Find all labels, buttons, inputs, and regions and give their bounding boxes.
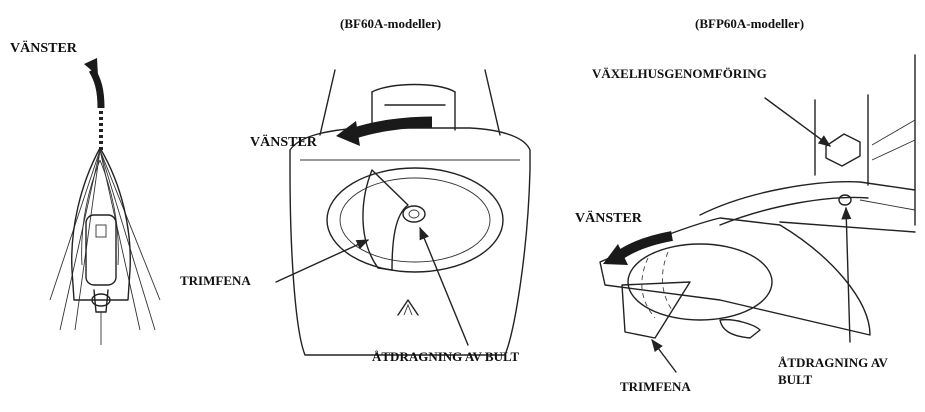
label-left-bfp60a: VÄNSTER bbox=[575, 210, 643, 226]
caption-bfp60a: (BFP60A-modeller) bbox=[695, 16, 804, 31]
wake-lines bbox=[49, 149, 161, 331]
bfp60a-diagram: (BFP60A-modeller) VÄNSTER VÄXELHUSGENOMF… bbox=[575, 16, 916, 394]
boat-hull bbox=[71, 147, 131, 301]
label-gearcase-grommet: VÄXELHUSGENOMFÖRING bbox=[592, 66, 767, 81]
bf60a-diagram: (BF60A-modeller) VÄNSTER TRIMFENA ÅTDRAG… bbox=[180, 16, 531, 364]
caption-bf60a: (BF60A-modeller) bbox=[340, 16, 441, 31]
label-bolt-bf60a: ÅTDRAGNING AV BULT bbox=[372, 349, 519, 364]
trim-fin-bfp60a bbox=[621, 281, 691, 339]
boat-diagram: VÄNSTER bbox=[10, 40, 161, 345]
outboard-engine bbox=[85, 214, 117, 286]
propeller-housing bbox=[326, 167, 504, 273]
label-trimfena-bfp60a: TRIMFENA bbox=[620, 379, 691, 394]
label-left-bf60a: VÄNSTER bbox=[250, 134, 318, 150]
left-turn-arrow-bfp60a bbox=[617, 231, 673, 260]
gearcase-grommet bbox=[825, 133, 861, 167]
bolt-bf60a bbox=[402, 205, 426, 223]
anti-ventilation-plate bbox=[289, 127, 531, 356]
anti-ventilation-plate-bfp60a bbox=[599, 217, 871, 336]
label-bolt-bfp60a-line1: ÅTDRAGNING AV bbox=[778, 355, 889, 370]
left-turn-arrow-bf60a bbox=[350, 116, 433, 140]
left-turn-arrow-boat bbox=[88, 68, 105, 109]
bolt-bfp60a bbox=[838, 194, 852, 206]
label-left-boat: VÄNSTER bbox=[10, 40, 78, 56]
trim-fin-bf60a bbox=[362, 169, 409, 271]
label-trimfena-bf60a: TRIMFENA bbox=[180, 273, 251, 288]
label-bolt-bfp60a-line2: BULT bbox=[778, 372, 813, 387]
